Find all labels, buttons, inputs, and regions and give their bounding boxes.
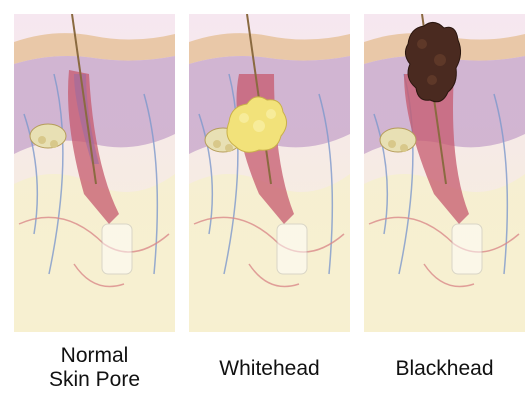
hair-bulb [452,224,482,274]
sebaceous-gland [30,124,66,148]
hair-bulb [277,224,307,274]
normal-pore-illustration [14,14,175,332]
whitehead-label: Whitehead [182,357,357,381]
whitehead-illustration [189,14,350,332]
normal-skin-pore-label: Normal Skin Pore [7,344,182,392]
blackhead-illustration [364,14,525,332]
sebaceous-gland [380,128,416,152]
hair-bulb [102,224,132,274]
blackhead-label: Blackhead [357,357,527,381]
